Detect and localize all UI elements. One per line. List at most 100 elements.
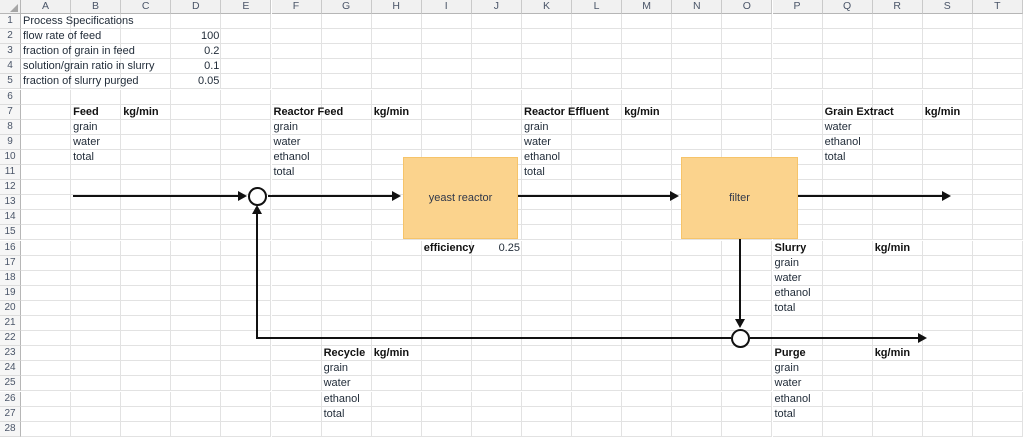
cell-B28[interactable]	[71, 421, 122, 437]
cell-B10[interactable]	[71, 149, 122, 165]
cell-H3[interactable]	[371, 44, 422, 60]
cell-S13[interactable]	[922, 195, 973, 211]
cell-R14[interactable]	[872, 210, 923, 226]
cell-D26[interactable]	[171, 391, 222, 407]
cell-E6[interactable]	[221, 89, 272, 105]
cell-N17[interactable]	[672, 255, 723, 271]
cell-H6[interactable]	[371, 89, 422, 105]
cell-M16[interactable]	[622, 240, 673, 256]
cell-M17[interactable]	[622, 255, 673, 271]
cell-K11[interactable]	[522, 165, 573, 180]
cell-C11[interactable]	[121, 165, 172, 180]
row-header-2[interactable]: 2	[0, 29, 21, 45]
cell-F9[interactable]	[271, 134, 322, 150]
cell-F15[interactable]	[271, 225, 322, 241]
cell-C28[interactable]	[121, 421, 172, 437]
row-header-1[interactable]: 1	[0, 14, 21, 29]
cell-D14[interactable]	[171, 210, 222, 226]
cell-D13[interactable]	[171, 195, 222, 211]
cell-L8[interactable]	[572, 119, 623, 135]
cell-M3[interactable]	[622, 44, 673, 60]
cell-N21[interactable]	[672, 316, 723, 331]
row-header-8[interactable]: 8	[0, 119, 21, 135]
cell-A10[interactable]	[21, 149, 72, 165]
cell-N27[interactable]	[672, 406, 723, 422]
cell-T20[interactable]	[972, 300, 1023, 316]
cell-S17[interactable]	[922, 255, 973, 271]
cell-M23[interactable]	[622, 346, 673, 362]
cell-K26[interactable]	[522, 391, 573, 407]
cell-M1[interactable]	[622, 14, 673, 29]
cell-B15[interactable]	[71, 225, 122, 241]
cell-J9[interactable]	[471, 134, 522, 150]
cell-N19[interactable]	[672, 285, 723, 301]
cell-K1[interactable]	[522, 14, 573, 29]
cell-T18[interactable]	[972, 270, 1023, 286]
cell-J7[interactable]	[471, 104, 522, 120]
cell-D25[interactable]	[171, 376, 222, 392]
cell-R10[interactable]	[872, 149, 923, 165]
cell-S11[interactable]	[922, 165, 973, 180]
cell-H24[interactable]	[371, 361, 422, 377]
cell-B12[interactable]	[71, 180, 122, 196]
cell-G18[interactable]	[321, 270, 372, 286]
cell-K15[interactable]	[522, 225, 573, 241]
cell-I17[interactable]	[421, 255, 472, 271]
cell-D21[interactable]	[171, 316, 222, 331]
cell-G17[interactable]	[321, 255, 372, 271]
column-header-h[interactable]: H	[371, 0, 422, 14]
cell-J28[interactable]	[471, 421, 522, 437]
cell-D17[interactable]	[171, 255, 222, 271]
cell-D8[interactable]	[171, 119, 222, 135]
column-header-g[interactable]: G	[321, 0, 372, 14]
cell-A6[interactable]	[21, 89, 72, 105]
cell-F20[interactable]	[271, 300, 322, 316]
cell-Q7[interactable]	[822, 104, 873, 120]
cell-K18[interactable]	[522, 270, 573, 286]
cell-Q9[interactable]	[822, 134, 873, 150]
row-header-5[interactable]: 5	[0, 74, 21, 90]
cell-L6[interactable]	[572, 89, 623, 105]
cell-Q8[interactable]	[822, 119, 873, 135]
cell-L16[interactable]	[572, 240, 623, 256]
cell-K3[interactable]	[522, 44, 573, 60]
cell-I28[interactable]	[421, 421, 472, 437]
cell-K25[interactable]	[522, 376, 573, 392]
cell-G23[interactable]	[321, 346, 372, 362]
column-header-r[interactable]: R	[872, 0, 923, 14]
column-header-d[interactable]: D	[171, 0, 222, 14]
cell-E8[interactable]	[221, 119, 272, 135]
cell-J26[interactable]	[471, 391, 522, 407]
cell-E7[interactable]	[221, 104, 272, 120]
cell-R17[interactable]	[872, 255, 923, 271]
column-header-s[interactable]: S	[922, 0, 973, 14]
cell-B7[interactable]	[71, 104, 122, 120]
cell-S22[interactable]	[922, 331, 973, 347]
row-header-12[interactable]: 12	[0, 180, 21, 196]
cell-J15[interactable]	[471, 225, 522, 241]
cell-I27[interactable]	[421, 406, 472, 422]
cell-A26[interactable]	[21, 391, 72, 407]
cell-D2[interactable]	[171, 29, 222, 45]
column-header-i[interactable]: I	[421, 0, 472, 14]
cell-K6[interactable]	[522, 89, 573, 105]
cell-M10[interactable]	[622, 149, 673, 165]
cell-A7[interactable]	[21, 104, 72, 120]
cell-T24[interactable]	[972, 361, 1023, 377]
cell-D19[interactable]	[171, 285, 222, 301]
cell-F3[interactable]	[271, 44, 322, 60]
cell-E2[interactable]	[221, 29, 272, 45]
cell-E26[interactable]	[221, 391, 272, 407]
cell-A21[interactable]	[21, 316, 72, 331]
cell-L15[interactable]	[572, 225, 623, 241]
cell-T15[interactable]	[972, 225, 1023, 241]
cell-E14[interactable]	[221, 210, 272, 226]
cell-F26[interactable]	[271, 391, 322, 407]
row-header-18[interactable]: 18	[0, 270, 21, 286]
cell-E5[interactable]	[221, 74, 272, 90]
cell-I2[interactable]	[421, 29, 472, 45]
cell-H26[interactable]	[371, 391, 422, 407]
cell-F27[interactable]	[271, 406, 322, 422]
cell-S7[interactable]	[922, 104, 973, 120]
cell-S14[interactable]	[922, 210, 973, 226]
